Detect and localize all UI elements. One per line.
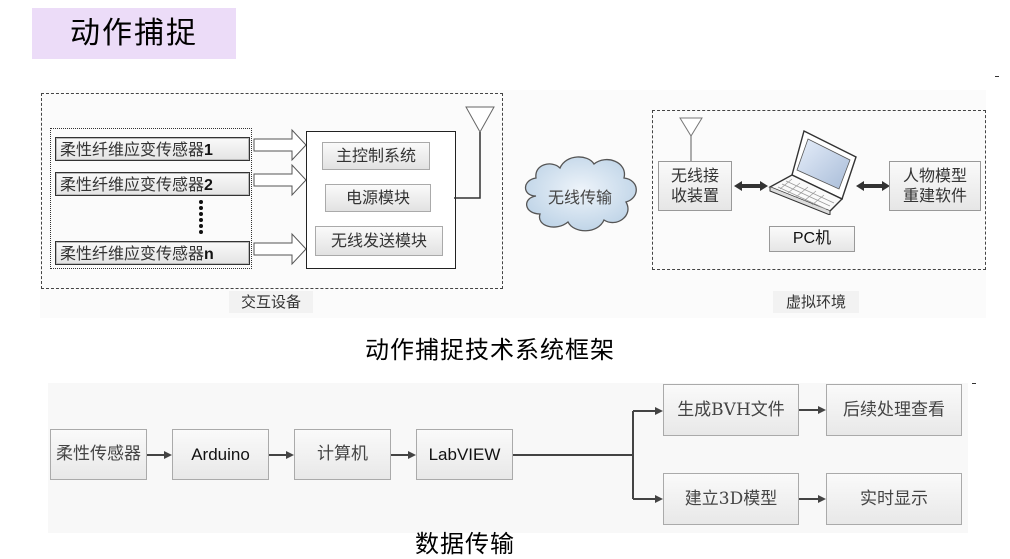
sensor-2: 柔性纤维应变传感器2 [55,172,250,196]
sensor-1: 柔性纤维应变传感器1 [55,137,250,161]
sensor-n: 柔性纤维应变传感器n [55,241,250,265]
double-arrow-icon [734,181,768,191]
hollow-arrow-icon [253,128,307,162]
flow-step-realtime-display: 实时显示 [826,473,962,525]
double-arrow-icon [856,181,890,191]
edge-mark [995,76,999,77]
antenna-icon [454,106,495,199]
sensor-index: n [204,246,214,263]
model-reconstruction-software-box: 人物模型 重建软件 [889,161,981,211]
cloud-icon [524,156,637,232]
flow-step-generate-bvh: 生成BVH文件 [663,384,799,436]
sensor-arrows [253,128,307,266]
flow-step-arduino: Arduino [172,429,269,480]
module-power: 电源模块 [325,184,431,212]
software-line-1: 人物模型 [902,166,967,185]
sensor-group [50,128,252,269]
page-title: 动作捕捉 [70,16,198,51]
receiver-antenna-icon [679,117,703,161]
wireless-transmission-label: 无线传输 [547,188,612,207]
edge-mark [972,383,976,384]
framework-caption: 动作捕捉技术系统框架 [365,336,615,364]
flow-step-sensor: 柔性传感器 [50,429,147,480]
flow-step-computer: 计算机 [294,429,391,480]
laptop-icon [768,129,857,215]
sensor-index: 2 [204,177,213,194]
pc-label-box: PC机 [769,226,855,252]
sensor-label: 柔性纤维应变传感器 [60,175,205,194]
sensor-index: 1 [204,142,213,159]
flow-step-build-3d-model: 建立3D模型 [663,473,799,525]
module-main-control: 主控制系统 [322,142,430,170]
flow-step-post-processing: 后续处理查看 [826,384,962,436]
sensor-label: 柔性纤维应变传感器 [60,140,205,159]
sensor-label: 柔性纤维应变传感器 [60,244,205,263]
module-wireless-transmit: 无线发送模块 [315,226,443,256]
software-line-2: 重建软件 [902,186,967,205]
flow-step-labview: LabVIEW [416,429,513,480]
title-background [32,8,236,59]
virtual-environment-frame [652,110,986,270]
receiver-line-1: 无线接 [670,166,719,185]
interaction-device-frame [41,93,503,289]
wireless-receiver-box: 无线接 收装置 [658,161,732,211]
hollow-arrow-icon [253,232,307,266]
hollow-arrow-icon [253,163,307,197]
receiver-line-2: 收装置 [670,186,719,205]
virtual-environment-label: 虚拟环境 [773,291,859,313]
data-transfer-caption: 数据传输 [415,530,515,558]
ellipsis-dots-icon [199,200,203,234]
interaction-device-label: 交互设备 [229,291,313,313]
